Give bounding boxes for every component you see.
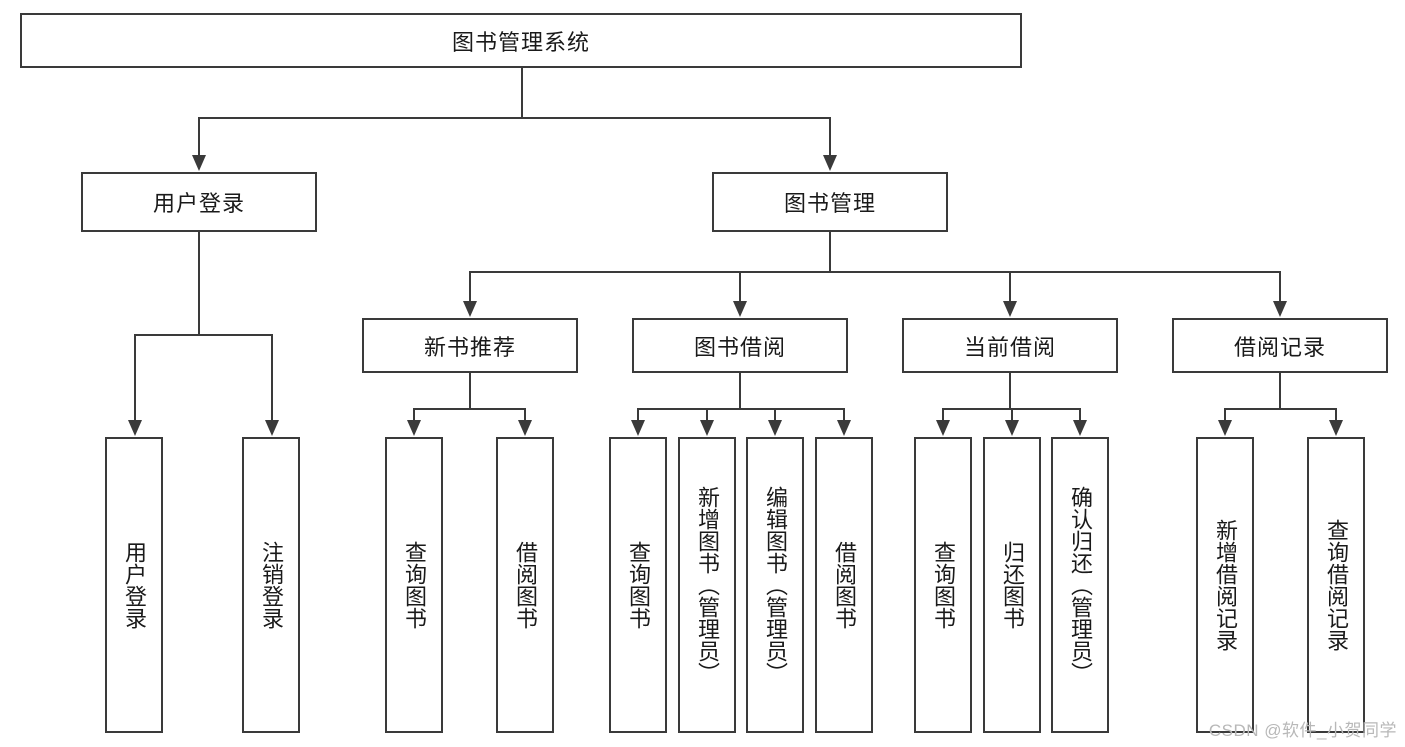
edge-book-management-bar [469, 271, 1280, 273]
node-book-management-label: 图书管理 [783, 191, 876, 216]
edge-cb-to-leaf-3 [1079, 408, 1081, 420]
arrowhead-leaf-borrow-book-2 [837, 420, 851, 436]
edge-root-trunk [521, 68, 523, 118]
node-leaf-add-record-label: 新增借阅记录 [1212, 519, 1238, 651]
edge-bb-bar [637, 408, 845, 410]
arrowhead-leaf-query-book-2 [631, 420, 645, 436]
node-leaf-borrow-book-2[interactable]: 借阅图书 [815, 437, 873, 733]
node-leaf-query-book-2[interactable]: 查询图书 [609, 437, 667, 733]
edge-cb-trunk [1009, 373, 1011, 410]
node-leaf-user-login-label: 用户登录 [121, 541, 147, 629]
arrowhead-leaf-query-book-3 [936, 420, 950, 436]
node-leaf-add-book[interactable]: 新增图书（管理员） [678, 437, 736, 733]
edge-book-management-trunk [829, 232, 831, 273]
node-root[interactable]: 图书管理系统 [20, 13, 1022, 68]
node-leaf-query-book-3-label: 查询图书 [930, 541, 956, 629]
arrowhead-leaf-edit-book [768, 420, 782, 436]
node-leaf-borrow-book-2-label: 借阅图书 [831, 541, 857, 629]
edge-bm-to-new-book [469, 271, 471, 301]
node-leaf-borrow-book-1[interactable]: 借阅图书 [496, 437, 554, 733]
node-user-login[interactable]: 用户登录 [81, 172, 317, 232]
edge-bb-to-leaf-4 [843, 408, 845, 420]
node-root-label: 图书管理系统 [451, 29, 590, 55]
edge-br-trunk [1279, 373, 1281, 410]
node-new-book-recommend-label: 新书推荐 [423, 334, 516, 360]
edge-user-login-trunk [198, 232, 200, 336]
node-borrow-record-label: 借阅记录 [1233, 334, 1326, 360]
edge-nbr-trunk [469, 373, 471, 410]
edge-bm-to-current-borrow [1009, 271, 1011, 301]
edge-br-to-leaf-1 [1224, 408, 1226, 420]
node-current-borrow-label: 当前借阅 [963, 334, 1056, 360]
node-user-login-label: 用户登录 [152, 191, 245, 216]
node-leaf-query-book-3[interactable]: 查询图书 [914, 437, 972, 733]
edge-br-bar [1224, 408, 1337, 410]
edge-root-bar [198, 117, 831, 119]
arrowhead-user-login [192, 155, 206, 171]
arrowhead-leaf-query-record [1329, 420, 1343, 436]
node-current-borrow[interactable]: 当前借阅 [902, 318, 1118, 373]
arrowhead-leaf-return-book [1005, 420, 1019, 436]
arrowhead-leaf-add-book [700, 420, 714, 436]
edge-bb-to-leaf-2 [706, 408, 708, 420]
node-leaf-query-book-1[interactable]: 查询图书 [385, 437, 443, 733]
edge-bb-to-leaf-3 [774, 408, 776, 420]
node-leaf-logout-login[interactable]: 注销登录 [242, 437, 300, 733]
node-borrow-record[interactable]: 借阅记录 [1172, 318, 1388, 373]
node-leaf-add-book-label: 新增图书（管理员） [694, 486, 720, 684]
node-leaf-return-book[interactable]: 归还图书 [983, 437, 1041, 733]
node-leaf-confirm-return[interactable]: 确认归还（管理员） [1051, 437, 1109, 733]
edge-user-login-bar [134, 334, 273, 336]
edge-br-to-leaf-2 [1335, 408, 1337, 420]
arrowhead-new-book-recommend [463, 301, 477, 317]
arrowhead-current-borrow [1003, 301, 1017, 317]
edge-root-to-book-management [829, 117, 831, 155]
edge-nbr-bar [413, 408, 526, 410]
node-leaf-edit-book-label: 编辑图书（管理员） [762, 486, 788, 684]
edge-user-login-to-leaf-1 [134, 334, 136, 420]
arrowhead-leaf-add-record [1218, 420, 1232, 436]
node-leaf-add-record[interactable]: 新增借阅记录 [1196, 437, 1254, 733]
node-book-management[interactable]: 图书管理 [712, 172, 948, 232]
edge-bm-to-borrow-record [1279, 271, 1281, 301]
edge-nbr-to-leaf-1 [413, 408, 415, 420]
node-new-book-recommend[interactable]: 新书推荐 [362, 318, 578, 373]
node-book-borrow-label: 图书借阅 [693, 334, 786, 360]
node-leaf-borrow-book-1-label: 借阅图书 [512, 541, 538, 629]
edge-root-to-user-login [198, 117, 200, 155]
arrowhead-book-borrow [733, 301, 747, 317]
edge-nbr-to-leaf-2 [524, 408, 526, 420]
node-leaf-query-book-1-label: 查询图书 [401, 541, 427, 629]
node-leaf-return-book-label: 归还图书 [999, 541, 1025, 629]
edge-bm-to-book-borrow [739, 271, 741, 301]
arrowhead-book-management [823, 155, 837, 171]
node-leaf-edit-book[interactable]: 编辑图书（管理员） [746, 437, 804, 733]
edge-cb-to-leaf-2 [1011, 408, 1013, 420]
arrowhead-borrow-record [1273, 301, 1287, 317]
node-leaf-logout-login-label: 注销登录 [258, 541, 284, 629]
node-leaf-user-login[interactable]: 用户登录 [105, 437, 163, 733]
edge-user-login-to-leaf-2 [271, 334, 273, 420]
node-leaf-query-book-2-label: 查询图书 [625, 541, 651, 629]
edge-bb-to-leaf-1 [637, 408, 639, 420]
node-leaf-query-record[interactable]: 查询借阅记录 [1307, 437, 1365, 733]
arrowhead-leaf-logout-login [265, 420, 279, 436]
arrowhead-leaf-confirm-return [1073, 420, 1087, 436]
edge-cb-to-leaf-1 [942, 408, 944, 420]
edge-bb-trunk [739, 373, 741, 410]
arrowhead-leaf-borrow-book-1 [518, 420, 532, 436]
node-book-borrow[interactable]: 图书借阅 [632, 318, 848, 373]
node-leaf-query-record-label: 查询借阅记录 [1323, 519, 1349, 651]
arrowhead-leaf-query-book-1 [407, 420, 421, 436]
arrowhead-leaf-user-login [128, 420, 142, 436]
watermark-text: CSDN @软件_小贺同学 [1208, 721, 1397, 740]
node-leaf-confirm-return-label: 确认归还（管理员） [1067, 486, 1093, 684]
